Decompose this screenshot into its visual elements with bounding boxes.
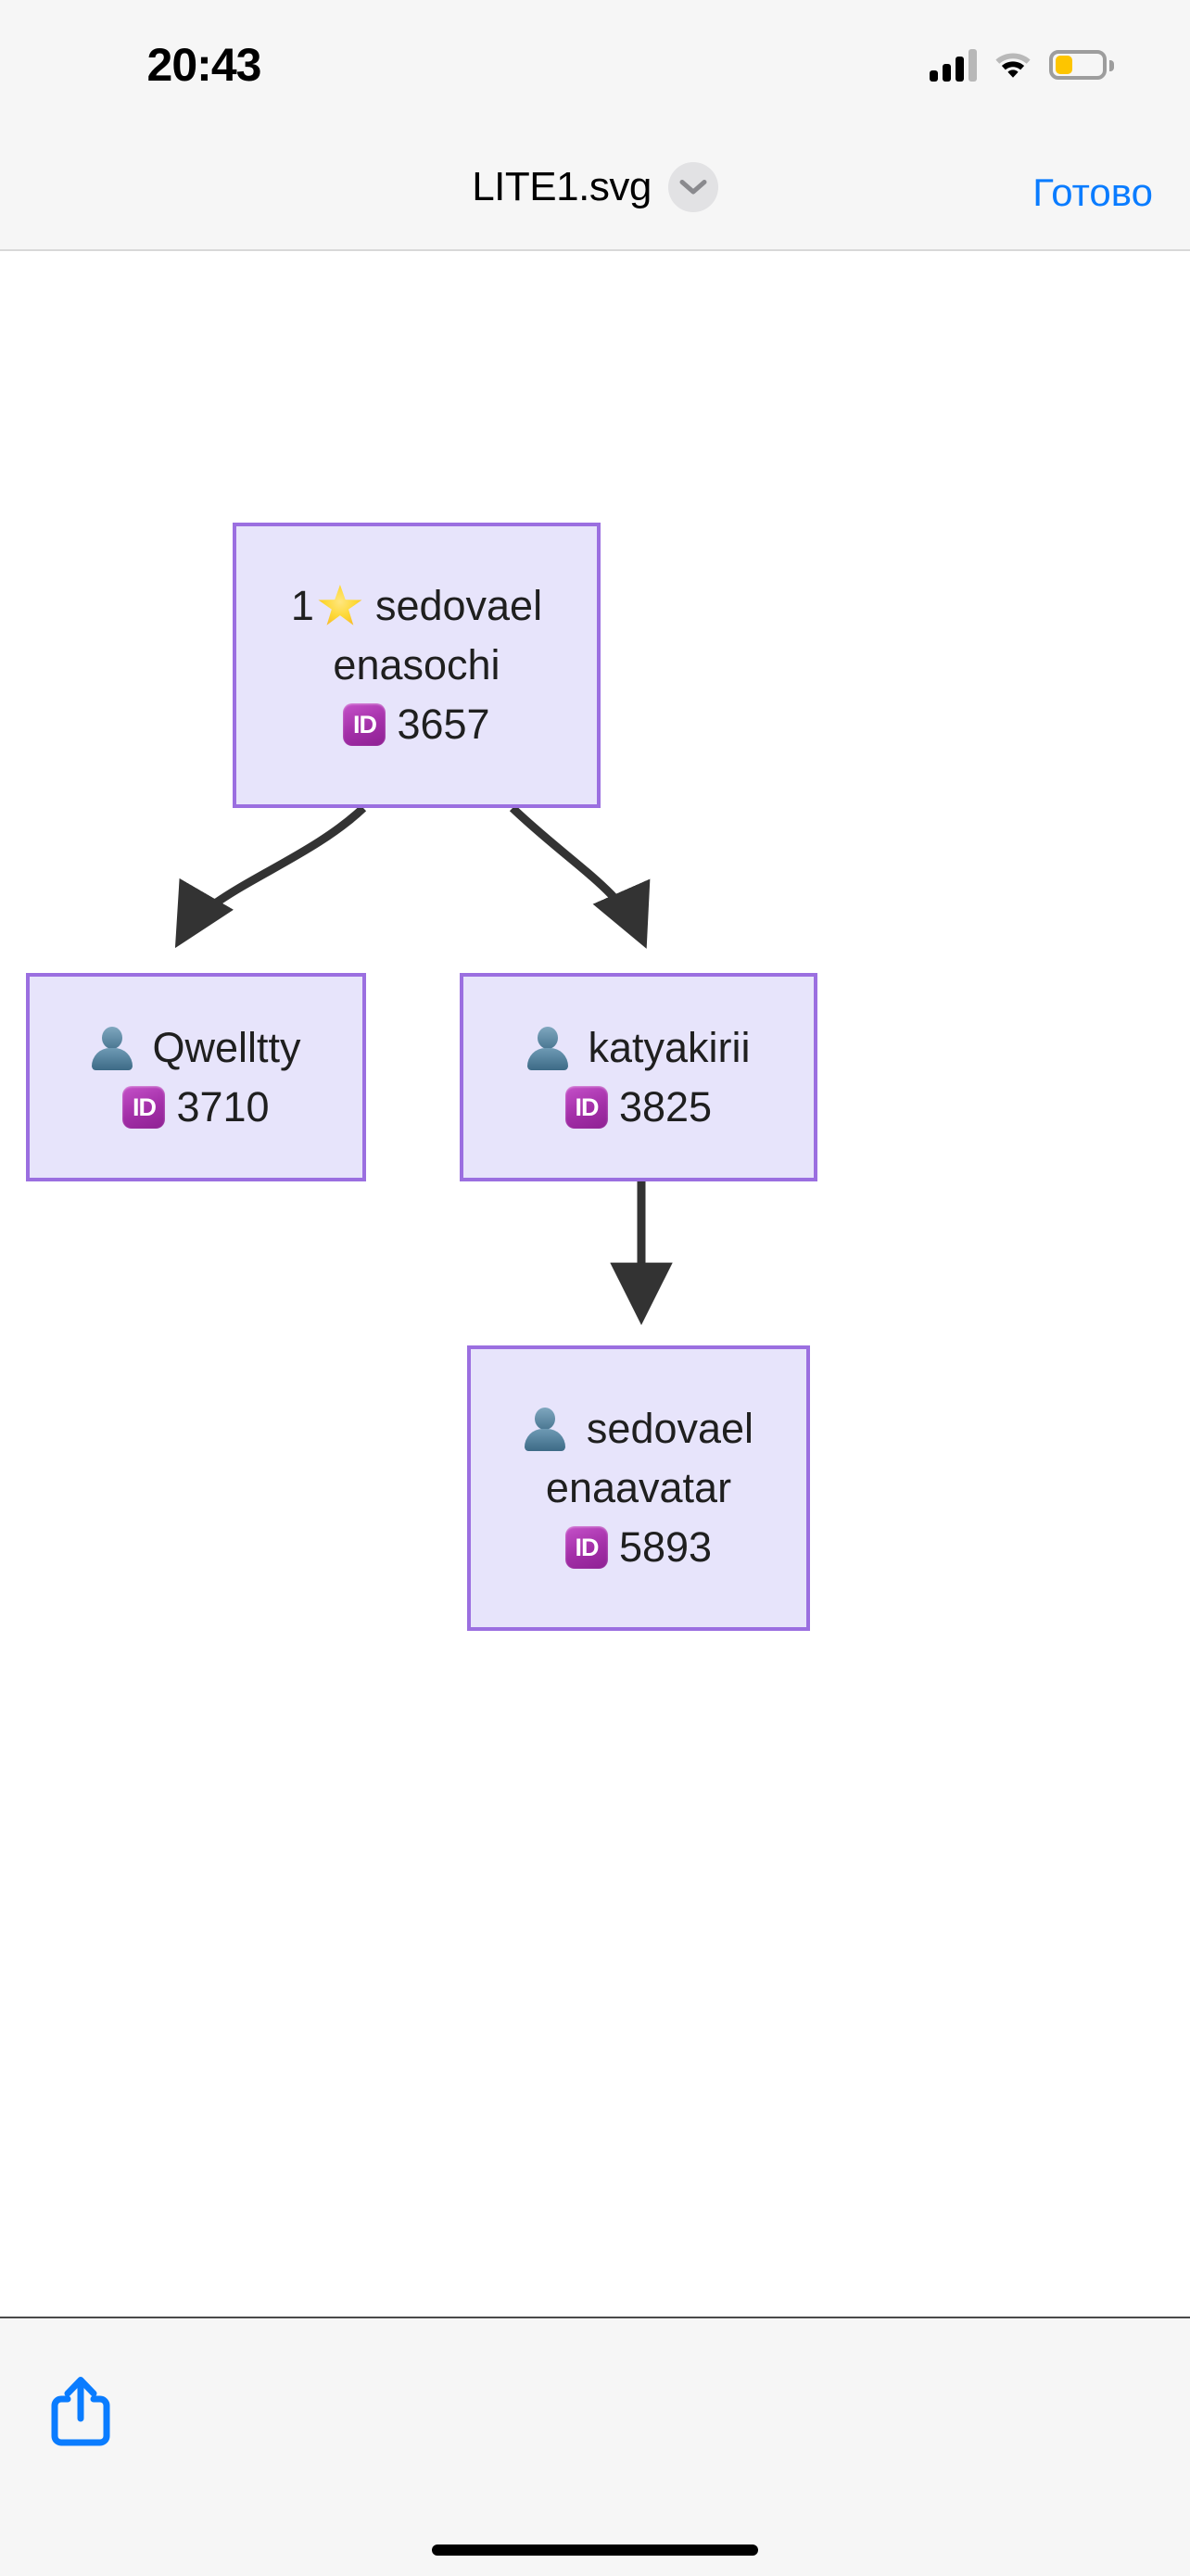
- id-badge-label: ID: [575, 1092, 599, 1121]
- done-button[interactable]: Готово: [1032, 170, 1153, 214]
- person-icon: [524, 1407, 566, 1451]
- id-badge-icon: ID: [122, 1085, 166, 1129]
- node-n1-id-row: ID 3657: [343, 695, 490, 754]
- status-bar: 20:43: [0, 0, 1190, 139]
- navigation-bar: LITE1.svg Готово: [0, 139, 1190, 251]
- node-n3-id-row: ID 3825: [564, 1078, 713, 1137]
- star-icon: [318, 585, 362, 625]
- status-bar-indicators: [930, 41, 1114, 89]
- id-badge-label: ID: [575, 1534, 599, 1561]
- node-n3-name: katyakirii: [588, 1023, 751, 1071]
- svg-preview-canvas[interactable]: 1 sedovael enasochi ID 3657 Qwelltty ID …: [0, 251, 1190, 2317]
- rank-number: 1: [290, 582, 314, 629]
- node-n4-name-line2: enaavatar: [545, 1464, 732, 1511]
- node-n1-title: 1 sedovael: [291, 576, 542, 636]
- id-badge-icon: ID: [343, 703, 386, 746]
- node-n2-id-value: 3710: [176, 1082, 270, 1130]
- node-n4-title: sedovael: [524, 1399, 753, 1458]
- node-n1-name-line1: sedovael: [374, 582, 543, 629]
- chevron-down-icon[interactable]: [667, 162, 718, 212]
- id-badge-label: ID: [132, 1092, 157, 1121]
- diagram-edges: [174, 804, 673, 1326]
- person-icon: [526, 1026, 569, 1070]
- wifi-icon: [993, 47, 1033, 83]
- node-n2-name: Qwelltty: [152, 1023, 301, 1071]
- node-n1-name-line2: enasochi: [333, 641, 500, 688]
- share-icon[interactable]: [48, 2374, 113, 2450]
- battery-icon: [1049, 50, 1114, 80]
- diagram-node-n1[interactable]: 1 sedovael enasochi ID 3657: [233, 523, 601, 808]
- node-n3-id-value: 3825: [618, 1082, 713, 1130]
- id-badge-icon: ID: [564, 1526, 608, 1569]
- id-badge-icon: ID: [564, 1085, 608, 1129]
- diagram-node-n4[interactable]: sedovael enaavatar ID 5893: [467, 1345, 810, 1631]
- node-n4-id-row: ID 5893: [564, 1518, 713, 1577]
- edge-n1-n2: [174, 804, 367, 949]
- node-n1-id-value: 3657: [397, 701, 490, 748]
- id-badge-label: ID: [352, 711, 377, 739]
- diagram-node-n2[interactable]: Qwelltty ID 3710: [26, 973, 366, 1181]
- node-n3-title: katyakirii: [526, 1018, 751, 1078]
- document-title-group: LITE1.svg: [0, 159, 1190, 215]
- home-indicator: [432, 2544, 758, 2556]
- edge-n1-n3: [509, 804, 651, 949]
- node-n4-name-line1: sedovael: [586, 1405, 754, 1452]
- node-n4-id-value: 5893: [618, 1523, 713, 1571]
- bottom-toolbar: [0, 2317, 1190, 2576]
- person-icon: [91, 1026, 133, 1070]
- node-n2-title: Qwelltty: [91, 1018, 301, 1078]
- diagram-node-n3[interactable]: katyakirii ID 3825: [460, 973, 817, 1181]
- node-n1-name-line2-row: enasochi: [333, 636, 500, 695]
- node-n2-id-row: ID 3710: [122, 1078, 270, 1137]
- page-title: LITE1.svg: [472, 164, 652, 209]
- signal-bars-icon: [930, 48, 977, 82]
- node-n4-name-line2-row: enaavatar: [546, 1458, 731, 1518]
- status-bar-clock: 20:43: [146, 39, 262, 91]
